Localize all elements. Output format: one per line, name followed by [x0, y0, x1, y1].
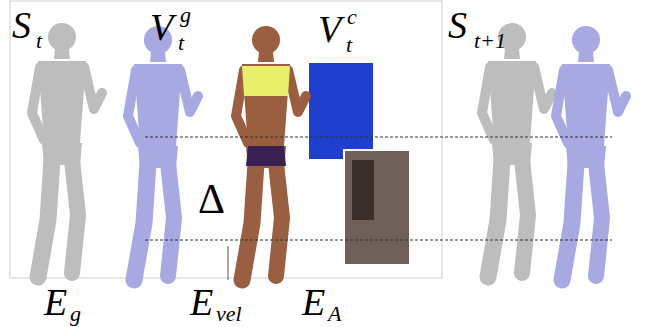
math-label: t [178, 32, 184, 54]
photo-panel [344, 150, 410, 265]
math-label: g [180, 4, 191, 26]
math-label: vel [216, 303, 242, 325]
math-label: E [44, 283, 67, 321]
math-label: g [70, 303, 81, 325]
math-label: t+1 [474, 30, 506, 52]
mesh-vtg [128, 26, 198, 280]
dashed-guide [145, 137, 612, 138]
purple-briefs [246, 146, 286, 166]
blue-image-panel [308, 62, 374, 160]
leader-line [228, 246, 229, 280]
dashed-guide [145, 240, 612, 241]
math-label: E [190, 283, 213, 321]
math-label: S [448, 6, 467, 44]
inset-frame [10, 1, 442, 278]
math-label: c [347, 6, 357, 28]
mesh-st1 [482, 23, 552, 277]
yellow-top [242, 66, 290, 96]
math-label: E [302, 283, 325, 321]
math-label: Δ [198, 178, 225, 220]
math-label: A [328, 303, 341, 325]
math-label: t [346, 34, 352, 56]
mesh-st [32, 23, 102, 277]
math-label: t [36, 30, 42, 52]
math-label: S [12, 6, 31, 44]
math-label: V [150, 8, 173, 46]
mesh-vtc [236, 26, 306, 280]
mesh-st1-lavender [556, 26, 626, 280]
photo-detail [352, 160, 374, 220]
math-label: V [318, 10, 341, 48]
